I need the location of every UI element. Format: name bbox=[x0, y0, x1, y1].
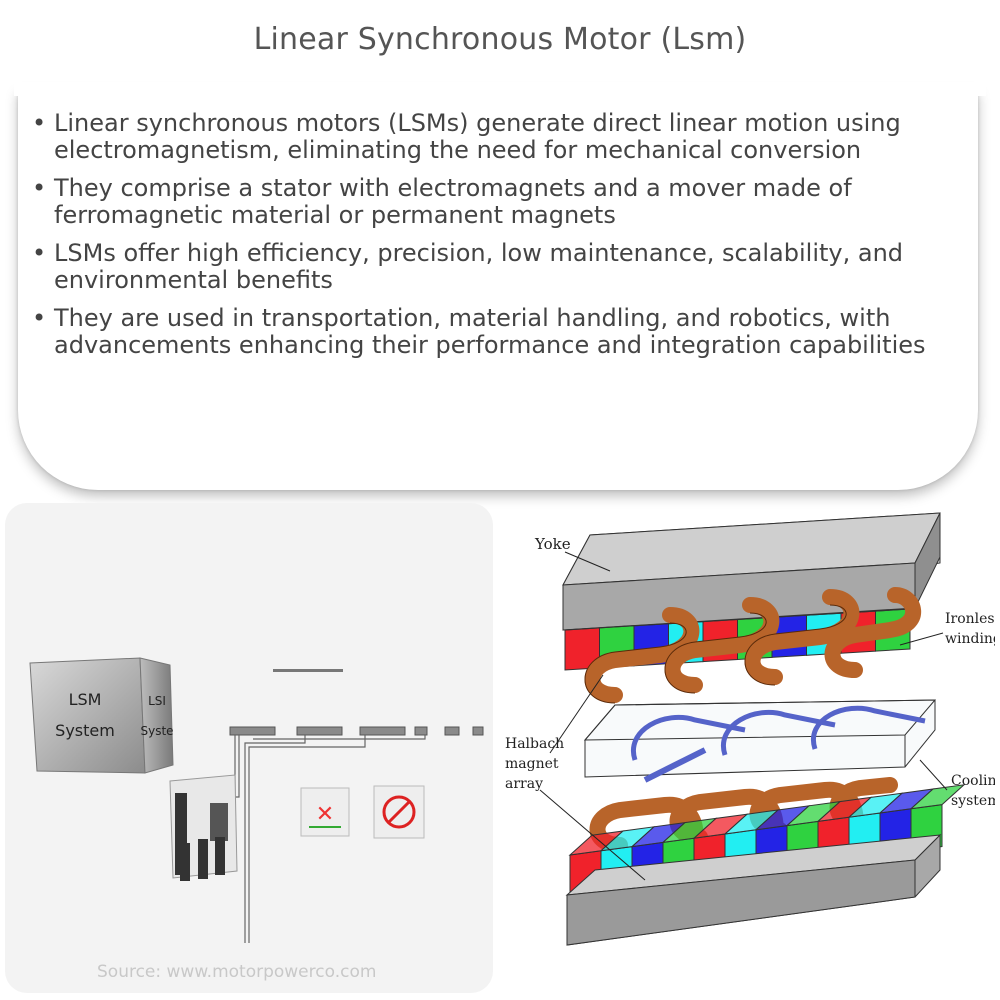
bullet-item: •LSMs offer high efficiency, precision, … bbox=[32, 240, 982, 294]
bullet-text: They comprise a stator with electromagne… bbox=[54, 174, 852, 229]
cube-label-line1: LSM bbox=[69, 690, 102, 709]
bullet-dot: • bbox=[32, 174, 47, 202]
rail-segment bbox=[273, 669, 343, 672]
yoke-top bbox=[562, 512, 941, 631]
ironless-winding-top bbox=[584, 587, 922, 703]
svg-text:✕: ✕ bbox=[316, 802, 334, 827]
label-halbach-1: Halbach bbox=[505, 736, 564, 752]
label-yoke: Yoke bbox=[534, 535, 571, 553]
cooling-system bbox=[583, 699, 937, 783]
leader-ironless bbox=[899, 632, 944, 646]
leader-halbach-bottom bbox=[539, 789, 646, 881]
yoke-bottom bbox=[565, 833, 942, 946]
bullet-dot: • bbox=[32, 109, 47, 137]
magnet-block-top bbox=[909, 784, 966, 810]
label-ironless-2: winding bbox=[945, 631, 995, 647]
bullet-text: LSMs offer high efficiency, precision, l… bbox=[54, 239, 904, 294]
source-caption: Source: www.motorpowerco.com bbox=[97, 962, 377, 982]
leader-halbach-top bbox=[549, 674, 604, 754]
cube-label-line2: System bbox=[55, 721, 115, 740]
leader-cooling bbox=[919, 759, 948, 791]
bullet-item: •Linear synchronous motors (LSMs) genera… bbox=[32, 110, 982, 164]
summary-card bbox=[18, 88, 978, 490]
label-ironless-1: Ironless bbox=[945, 611, 995, 627]
bullet-list: •Linear synchronous motors (LSMs) genera… bbox=[32, 110, 982, 370]
no-cross-icon-cube: ✕ bbox=[300, 787, 350, 837]
ironless-winding-top-outline bbox=[584, 604, 847, 704]
bullet-text: Linear synchronous motors (LSMs) generat… bbox=[54, 109, 901, 164]
lsm-system-illustration: LSM System LSI Syste bbox=[29, 657, 484, 943]
lsm-structure-diagram: Yoke Ironless winding Halbach magnet arr… bbox=[505, 512, 995, 946]
cube-side-line1: LSI bbox=[148, 694, 166, 708]
lsm-cube: LSM System LSI Syste bbox=[29, 657, 174, 774]
drive-cabinet bbox=[169, 774, 238, 881]
label-cooling-1: Cooling bbox=[951, 773, 995, 789]
bullet-dot: • bbox=[32, 239, 47, 267]
bullet-item: •They comprise a stator with electromagn… bbox=[32, 175, 982, 229]
lsm-system-photo: LSM System LSI Syste bbox=[5, 503, 493, 993]
track-segments bbox=[229, 726, 484, 736]
cube-side-line2: Syste bbox=[140, 724, 173, 738]
bullet-text: They are used in transportation, materia… bbox=[54, 304, 926, 359]
page-title: Linear Synchronous Motor (Lsm) bbox=[253, 22, 747, 57]
no-symbol-icon-cube bbox=[373, 785, 425, 839]
label-halbach-3: array bbox=[505, 776, 543, 792]
cables bbox=[190, 735, 426, 943]
card-top-edge bbox=[14, 82, 986, 96]
bullet-item: •They are used in transportation, materi… bbox=[32, 305, 982, 359]
label-cooling-2: system bbox=[951, 793, 995, 809]
label-halbach-2: magnet bbox=[505, 756, 559, 772]
leader-yoke bbox=[564, 551, 611, 572]
bullet-dot: • bbox=[32, 304, 47, 332]
